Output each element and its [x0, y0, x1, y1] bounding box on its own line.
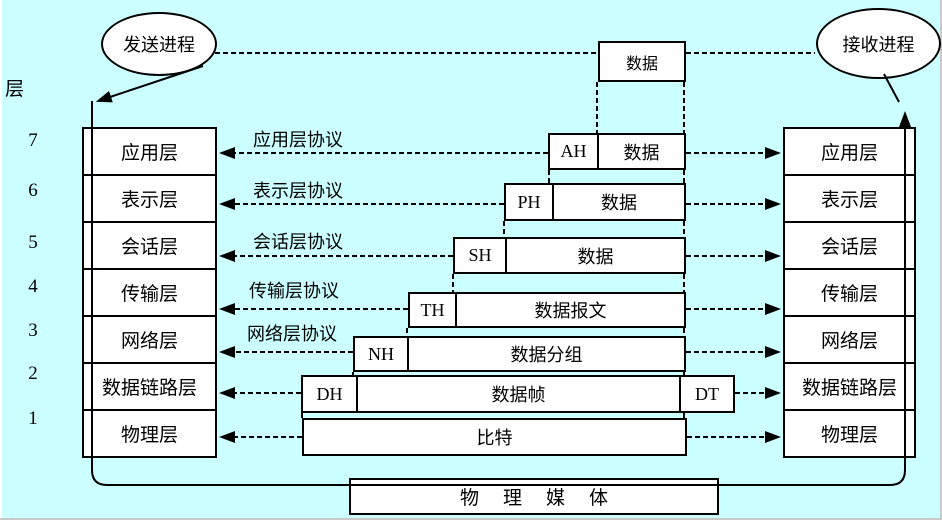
layer-number-6: 6: [28, 180, 38, 201]
layer-number-1: 1: [28, 408, 38, 429]
pdu-row-presentation: PH 数据: [504, 183, 686, 221]
physical-media-box: 物理媒体: [349, 478, 719, 515]
receiver-layer-network: 网络层: [785, 317, 914, 364]
pdu-data-transport: 数据报文: [534, 301, 607, 321]
layer-number-3: 3: [28, 320, 38, 341]
pdu-row-data-link: DH 数据帧 DT: [301, 375, 735, 413]
sender-layer-network: 网络层: [84, 317, 215, 364]
pdu-data-session: 数据: [577, 246, 614, 267]
protocol-label-transport: 传输层协议: [249, 281, 339, 301]
sender-layer-presentation: 表示层: [84, 176, 215, 223]
pdu-trailer-dt: DT: [679, 377, 733, 411]
protocol-label-network: 网络层协议: [247, 324, 337, 344]
receiver-layer-application: 应用层: [785, 129, 914, 176]
pdu-data-frame: 数据帧: [491, 385, 546, 405]
layer-axis-label: 层: [5, 79, 25, 100]
sender-layer-data-link: 数据链路层: [84, 364, 215, 411]
layer-number-4: 4: [28, 276, 38, 297]
receiver-layer-presentation: 表示层: [785, 176, 914, 223]
sender-layer-transport: 传输层: [84, 270, 215, 317]
pdu-row-physical: 比特: [302, 418, 687, 456]
pdu-row-network: NH 数据分组: [353, 336, 686, 372]
layer-number-2: 2: [28, 363, 38, 384]
sending-process-ellipse: 发送进程: [101, 12, 217, 76]
receiving-process-label: 接收进程: [842, 34, 915, 55]
protocol-label-presentation: 表示层协议: [253, 181, 343, 201]
pdu-header-ah: AH: [550, 135, 599, 168]
physical-media-label: 物理媒体: [459, 488, 632, 509]
protocol-label-application: 应用层协议: [253, 130, 343, 150]
pdu-header-th: TH: [410, 294, 457, 326]
pdu-header-nh: NH: [355, 338, 409, 370]
pdu-data-network: 数据分组: [510, 345, 583, 365]
pdu-row-transport: TH 数据报文: [408, 292, 686, 328]
protocol-label-session: 会话层协议: [253, 232, 343, 252]
layer-number-7: 7: [28, 130, 38, 151]
pdu-row-session: SH 数据: [453, 237, 686, 274]
pdu-data-bits: 比特: [476, 428, 513, 448]
pdu-header-ph: PH: [506, 185, 554, 219]
receiving-process-ellipse: 接收进程: [816, 8, 941, 79]
pdu-data-application: 数据: [623, 142, 660, 163]
pdu-data-presentation: 数据: [601, 193, 637, 213]
receiver-layer-data-link: 数据链路层: [785, 364, 914, 411]
receiver-layer-physical: 物理层: [820, 425, 878, 446]
receiver-layer-transport: 传输层: [785, 270, 914, 317]
pdu-top-data-box: 数据: [598, 41, 686, 82]
receiver-layer-stack: 应用层 表示层 会话层 传输层 网络层 数据链路层 物理层: [783, 127, 916, 458]
sender-layer-application: 应用层: [84, 129, 215, 176]
pdu-row-application: AH 数据: [548, 133, 686, 170]
receiver-layer-session: 会话层: [785, 223, 914, 270]
layer-number-5: 5: [28, 232, 38, 253]
sender-layer-session: 会话层: [84, 223, 215, 270]
sender-layer-stack: 应用层 表示层 会话层 传输层 网络层 数据链路层 物理层: [82, 127, 217, 458]
sender-layer-physical: 物理层: [120, 425, 178, 446]
pdu-header-dh: DH: [303, 377, 358, 411]
pdu-header-sh: SH: [455, 239, 507, 272]
pdu-top-data-label: 数据: [625, 55, 658, 73]
sending-process-label: 发送进程: [123, 35, 195, 55]
